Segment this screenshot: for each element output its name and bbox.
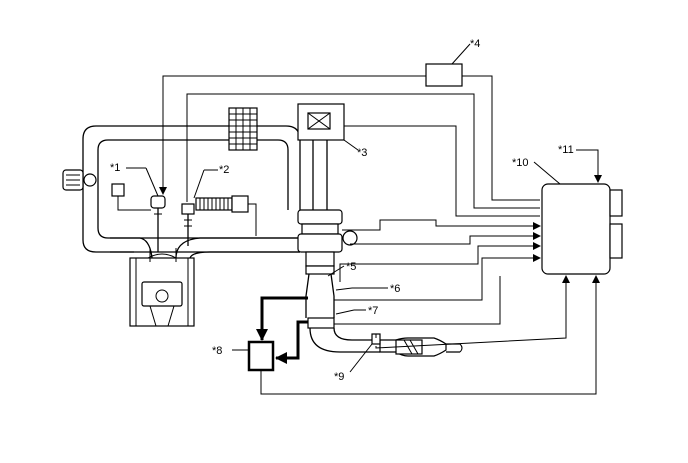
callout-11: *11 [558, 144, 574, 156]
callout-4: *4 [470, 38, 480, 50]
cylinder-head-ports [110, 237, 300, 262]
egr-lines [256, 296, 308, 364]
turbocharger [297, 209, 358, 275]
component-box-8 [247, 340, 275, 372]
injector [111, 183, 166, 252]
air-flow-meter [297, 103, 345, 210]
callout-2: *2 [219, 164, 229, 176]
intercooler [228, 107, 258, 151]
callout-8: *8 [212, 345, 222, 357]
callout-9: *9 [334, 371, 344, 383]
callout-labels: *1 *2 *3 *4 *5 *6 *7 *8 *9 *10 *11 [110, 38, 574, 383]
callout-3: *3 [357, 147, 367, 159]
callout-leaders [126, 43, 561, 373]
component-box-4 [425, 63, 463, 87]
ecm-unit [541, 183, 623, 275]
engine-cylinder [129, 253, 195, 327]
callout-7: *7 [368, 305, 378, 317]
callout-6: *6 [390, 283, 400, 295]
intake-air-duct [62, 125, 301, 253]
glow-plug [181, 203, 195, 246]
signal-wires [159, 75, 602, 395]
exhaust-pipe [305, 273, 463, 357]
callout-10: *10 [512, 157, 529, 169]
callout-5: *5 [346, 261, 356, 273]
common-rail [195, 195, 257, 236]
callout-1: *1 [110, 162, 120, 174]
